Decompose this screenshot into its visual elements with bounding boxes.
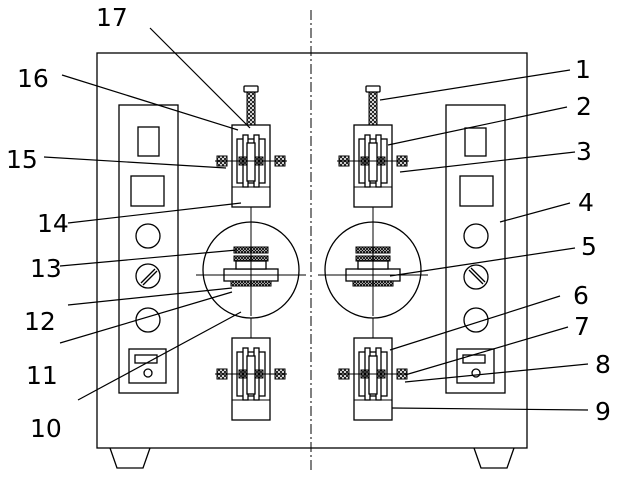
left-display-window (130, 175, 165, 207)
right-display-window (459, 175, 494, 207)
right-knob-top (463, 223, 489, 249)
right-chuck (317, 221, 429, 319)
leader-lines (43, 27, 589, 411)
left-knob-top (135, 223, 161, 249)
label-12: 12 (24, 307, 56, 336)
left-control-panel (118, 104, 179, 394)
label-6: 6 (573, 281, 589, 310)
left-lower-clamp (214, 337, 288, 421)
label-4: 4 (578, 188, 594, 217)
label-3: 3 (576, 137, 592, 166)
label-5: 5 (581, 232, 597, 261)
label-16: 16 (17, 64, 49, 93)
left-chuck (195, 221, 307, 319)
label-7: 7 (574, 312, 590, 341)
right-control-panel (445, 104, 506, 394)
label-17: 17 (96, 3, 128, 32)
label-11: 11 (26, 361, 58, 390)
cabinet-frame (96, 52, 528, 449)
left-upper-clamp (214, 124, 288, 208)
label-13: 13 (30, 254, 62, 283)
left-meter (128, 348, 167, 384)
right-foot (473, 447, 515, 469)
label-14: 14 (37, 209, 69, 238)
label-2: 2 (576, 92, 592, 121)
right-indicator-window (464, 127, 487, 157)
label-9: 9 (595, 397, 611, 426)
left-indicator-window (137, 126, 160, 157)
right-upper-clamp (336, 124, 410, 208)
left-foot (109, 447, 151, 469)
part-labels: 1 2 3 4 5 6 7 8 9 10 11 12 13 14 15 16 1… (6, 3, 611, 443)
right-selector-knob (463, 264, 489, 290)
right-knob-bottom (463, 307, 489, 333)
label-10: 10 (30, 414, 62, 443)
right-meter (456, 348, 495, 384)
label-15: 15 (6, 145, 38, 174)
label-8: 8 (595, 350, 611, 379)
left-selector-knob (135, 263, 161, 289)
label-1: 1 (575, 55, 591, 84)
